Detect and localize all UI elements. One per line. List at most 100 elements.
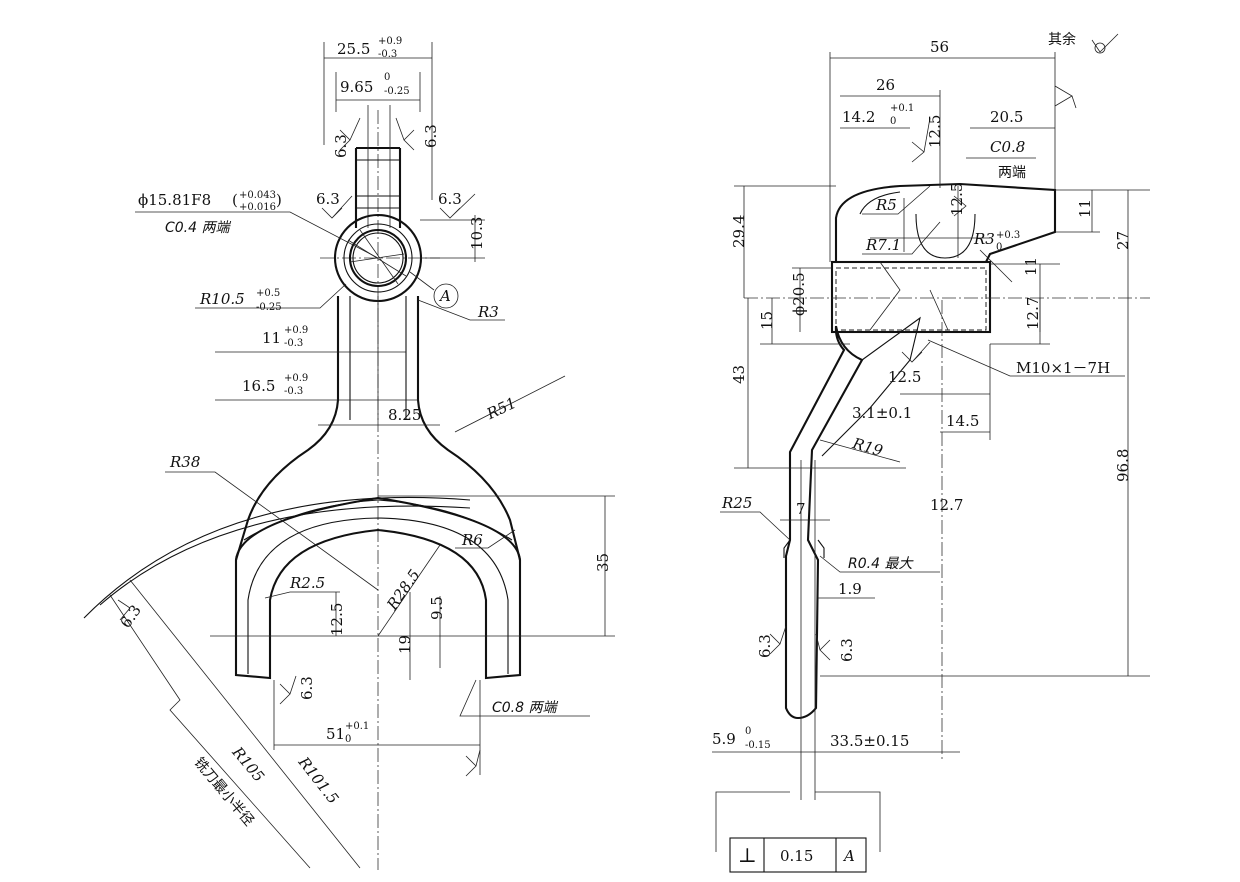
head-block [744, 182, 1150, 762]
perpendicularity-symbol: ⊥ [738, 843, 757, 867]
dim-width-11-tol-low: -0.3 [284, 338, 303, 349]
radius-hub: R10.5 [199, 290, 245, 308]
roughness-left-mid: 6.3 [316, 190, 340, 208]
both-ends-label: 两端 [998, 165, 1026, 181]
dim-offset-825: 8.25 [388, 406, 421, 424]
bore-tol-low: +0.016 [239, 202, 276, 213]
dim-top-width-tol-low: -0.3 [378, 49, 397, 60]
roughness-125-mid: 12.5 [948, 183, 966, 216]
dim-slot-width: 9.65 [340, 78, 373, 96]
radius-hub-tol-low: -0.25 [256, 302, 282, 313]
top-boss [354, 105, 402, 228]
dim-bore-height: 10.3 [468, 217, 486, 250]
fork-chamfer: C0.8 两端 [492, 700, 558, 716]
radius-r19: R19 [850, 434, 886, 460]
roughness-fork-left: 6.3 [298, 676, 316, 700]
radius-r04: R0.4 最大 [848, 556, 914, 572]
tolerance-frame: ⊥ 0.15 A [715, 791, 881, 873]
r105-leader [109, 594, 311, 869]
arm [783, 316, 921, 800]
dim-height-125: 12.5 [328, 603, 346, 636]
chamfer-c08-right: C0.8 [990, 138, 1025, 156]
radius-r25-left: R2.5 [289, 574, 325, 592]
dim-width-205: 20.5 [990, 108, 1023, 126]
radius-hub-tol-up: +0.5 [256, 288, 280, 299]
dim-width-11: 11 [262, 329, 281, 347]
radius-r285: R28.5 [383, 566, 424, 614]
hub-section [830, 260, 992, 334]
datum-a-label: A [438, 287, 451, 305]
right-view: 56 其余 26 14.2 +0.1 0 20.5 12.5 C0.8 两端 R… [712, 31, 1150, 873]
radius-r3-right: R3 [973, 230, 995, 248]
dim-145: 14.5 [946, 412, 979, 430]
remaining-label: 其余 [1048, 31, 1076, 48]
dim-height-35: 35 [594, 553, 612, 572]
roughness-arm-right: 6.3 [838, 638, 856, 662]
dim-127-mid: 12.7 [930, 496, 963, 514]
dim-height-15: 15 [758, 311, 776, 330]
tolerance-datum: A [842, 847, 855, 865]
left-view: 25.5 +0.9 -0.3 9.65 0 -0.25 6.3 6.3 ϕ15.… [83, 36, 615, 870]
dim-slot-tol-up: 0 [384, 72, 390, 83]
dim-height-294: 29.4 [730, 215, 748, 248]
dim-7: 7 [796, 500, 806, 518]
radius-r51: R51 [483, 394, 519, 424]
roughness-right-top: 6.3 [422, 124, 440, 148]
dim-slot-tol-low: -0.25 [384, 86, 410, 97]
dim-width-142-tol-up: +0.1 [890, 103, 914, 114]
dim-fork-width: 51 [326, 725, 345, 743]
radius-r105: R105 [228, 743, 268, 786]
radius-r3-tol-up: +0.3 [996, 230, 1020, 241]
dim-thickness-59-tol-low: -0.15 [745, 740, 771, 751]
dim-thickness-59: 5.9 [712, 730, 736, 748]
radius-r3-left: R3 [477, 303, 499, 321]
dim-width-142: 14.2 [842, 108, 875, 126]
dim-fork-width-tol-up: +0.1 [345, 721, 369, 732]
dim-fork-width-tol-low: 0 [345, 734, 351, 745]
dim-19: 1.9 [838, 580, 862, 598]
dim-width-26: 26 [876, 76, 895, 94]
dim-height-11-top: 11 [1076, 199, 1094, 218]
svg-text:(: ( [232, 191, 238, 209]
roughness-125-low: 12.5 [888, 368, 921, 386]
roughness-left-top: 6.3 [332, 134, 350, 158]
radius-r6: R6 [461, 531, 483, 549]
dim-height-19: 19 [396, 635, 414, 654]
mill-arc-inner [99, 505, 471, 606]
svg-text:): ) [276, 191, 282, 209]
radius-r71: R7.1 [865, 236, 901, 254]
dim-height-968: 96.8 [1114, 449, 1132, 482]
tolerance-value: 0.15 [780, 847, 813, 865]
roughness-right-mid: 6.3 [438, 190, 462, 208]
dim-width-16-tol-up: +0.9 [284, 373, 308, 384]
dim-thickness-59-tol-up: 0 [745, 726, 751, 737]
dim-335: 33.5±0.15 [830, 732, 909, 750]
dim-width-16-tol-low: -0.3 [284, 386, 303, 397]
datum-a-circle [433, 283, 459, 309]
dim-top-width: 25.5 [337, 40, 370, 58]
mill-arc-outer [83, 496, 471, 619]
roughness-arm-left: 6.3 [756, 634, 774, 658]
bore-chamfer: C0.4 两端 [165, 220, 231, 236]
radius-r38: R38 [169, 453, 200, 471]
roughness-125-top: 12.5 [926, 115, 944, 148]
dim-height-127-right: 12.7 [1024, 297, 1042, 330]
dim-height-95: 9.5 [428, 596, 446, 620]
dim-width-142-tol-low: 0 [890, 116, 896, 127]
thread-callout: M10×1－7H [1016, 359, 1110, 377]
dim-width-11-tol-up: +0.9 [284, 325, 308, 336]
radius-r25-right: R25 [721, 494, 752, 512]
dim-height-27: 27 [1114, 231, 1132, 250]
bore-dimension: ϕ15.81F8 [138, 191, 211, 209]
bore-tol-up: +0.043 [239, 190, 276, 201]
radius-r1015: R101.5 [294, 753, 342, 808]
dim-height-11-mid: 11 [1022, 257, 1040, 276]
dim-width-16: 16.5 [242, 377, 275, 395]
radius-r3-tol-low: 0 [996, 242, 1002, 253]
radius-r5: R5 [875, 196, 897, 214]
dim-dia-205: ϕ20.5 [790, 272, 808, 316]
roughness-fork-right: 6.3 [116, 602, 144, 632]
dim-31: 3.1±0.1 [852, 404, 912, 422]
roughness-remaining-mark [1091, 33, 1119, 53]
